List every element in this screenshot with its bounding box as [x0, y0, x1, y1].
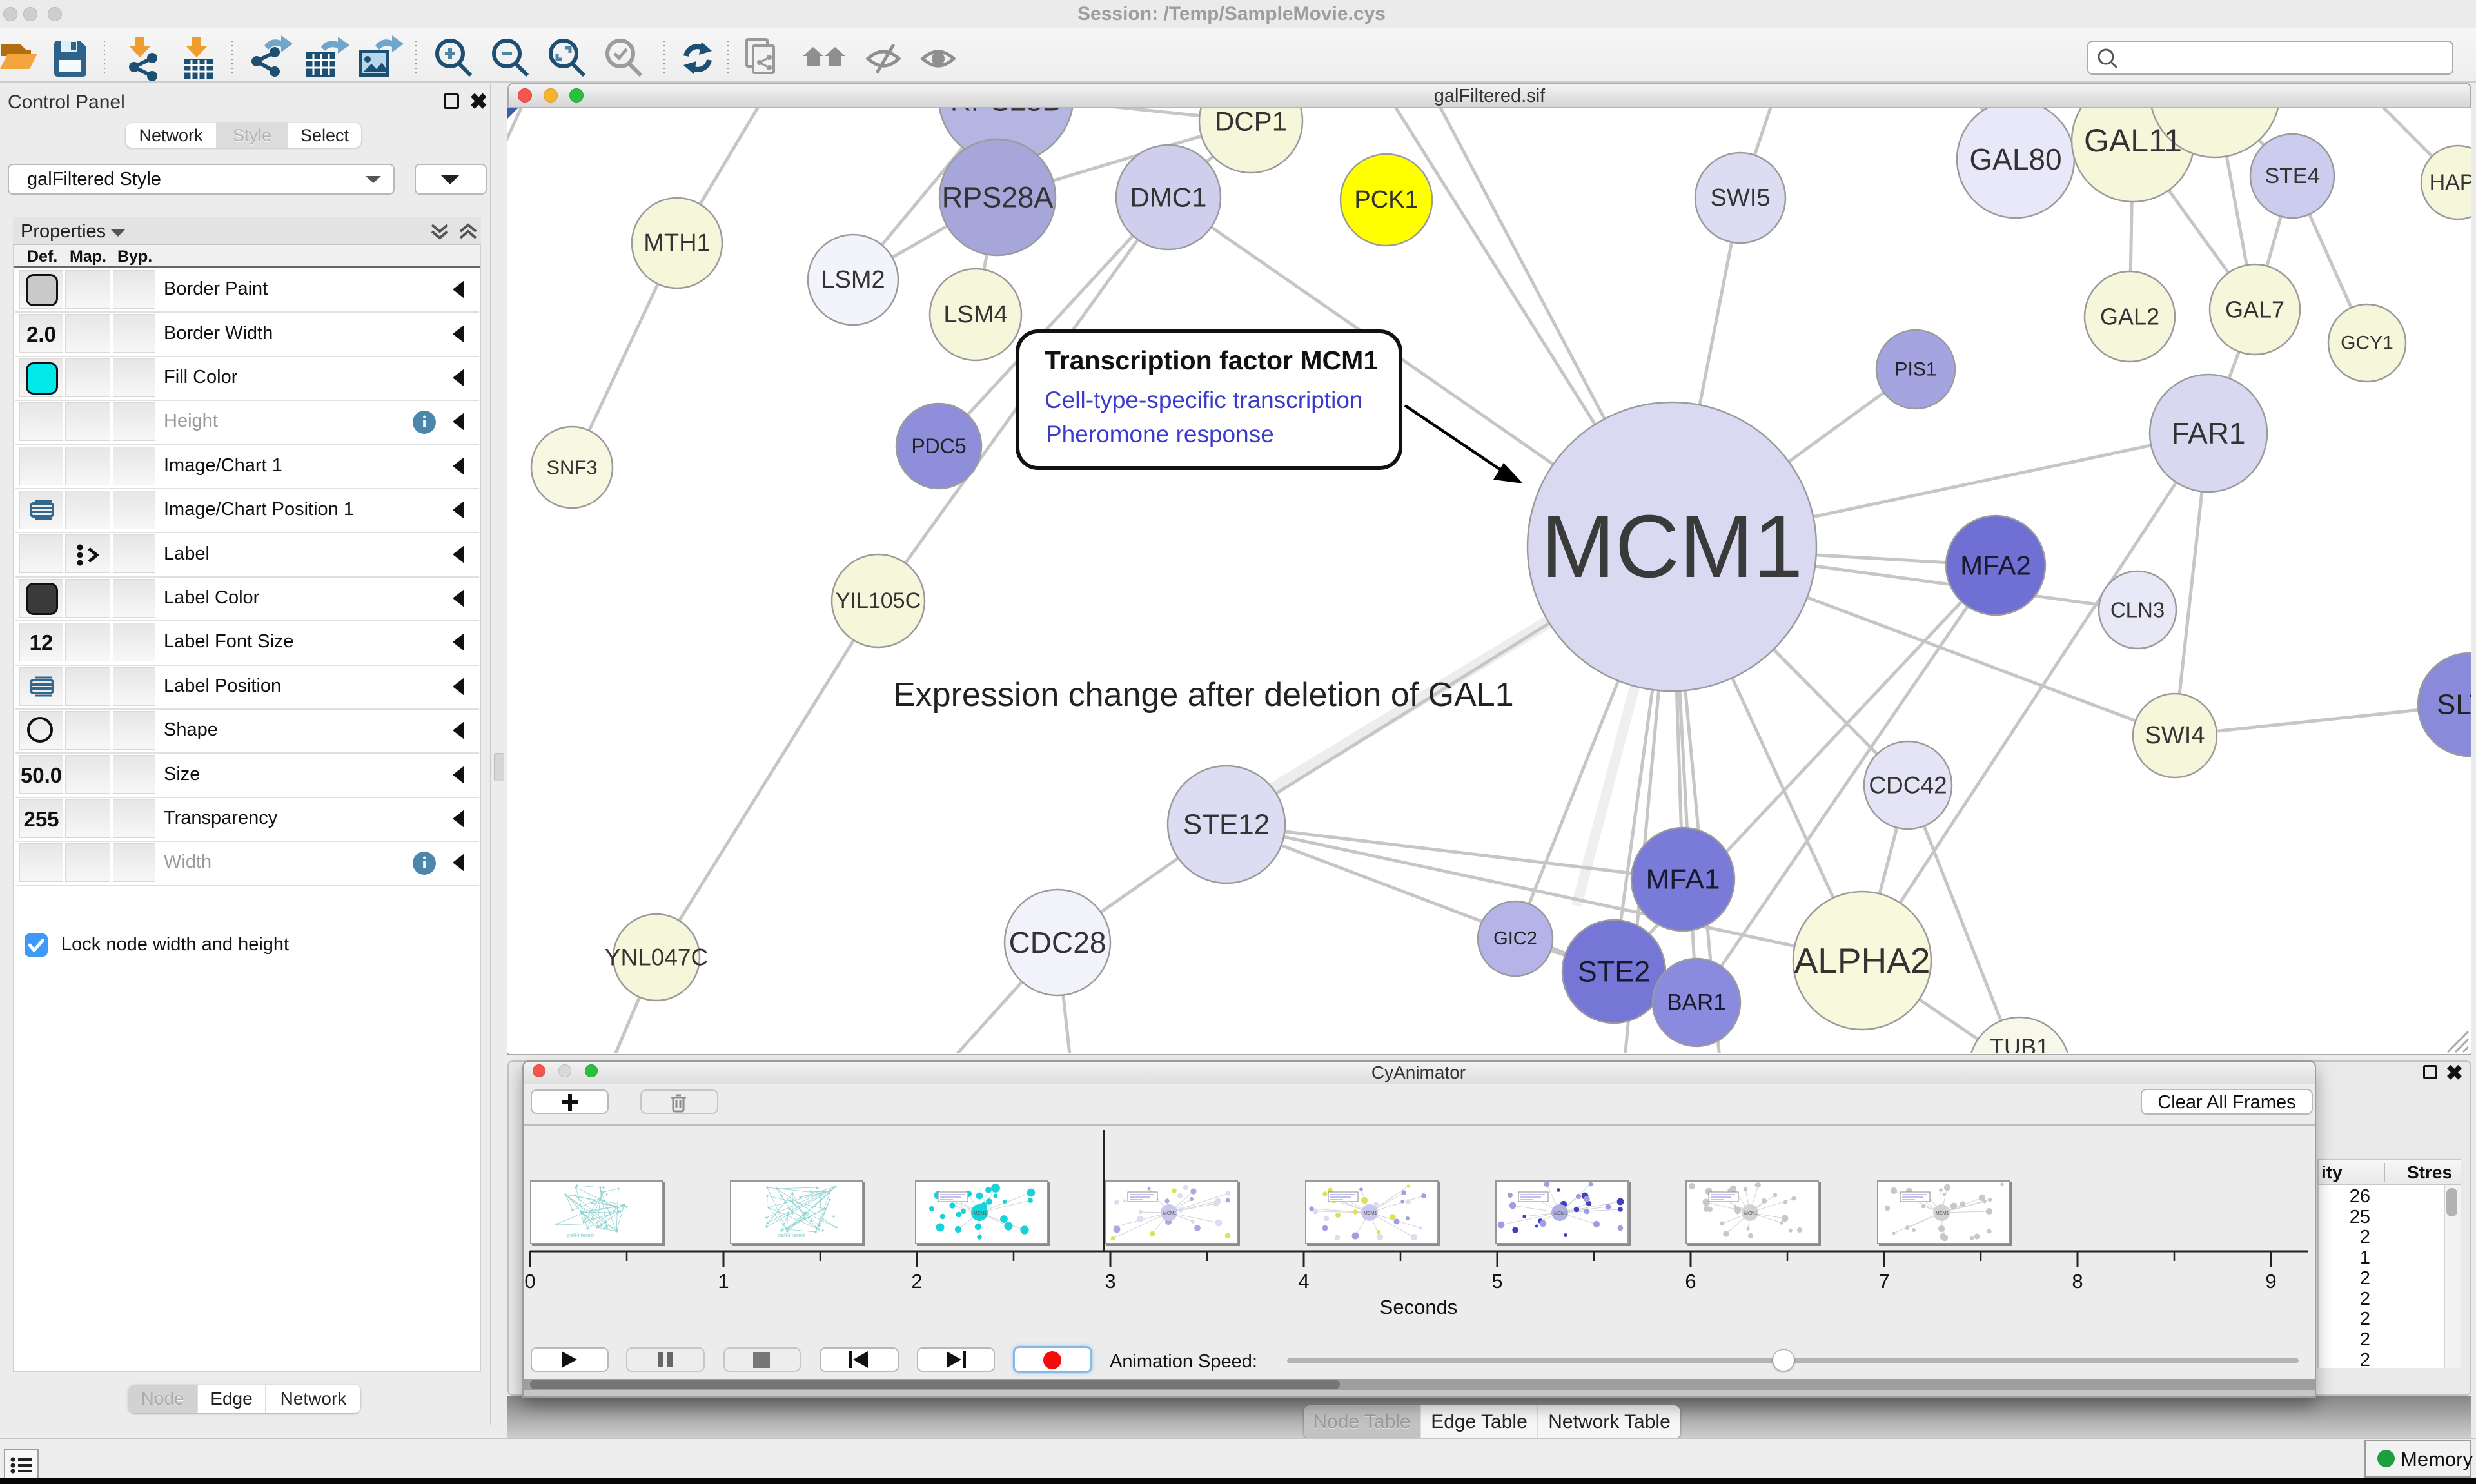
- svg-text:MFA1: MFA1: [1646, 864, 1720, 895]
- svg-text:DCP1: DCP1: [1215, 108, 1287, 137]
- svg-text:PDC5: PDC5: [911, 434, 966, 458]
- svg-text:GAL2: GAL2: [2100, 304, 2159, 330]
- svg-text:MCM1: MCM1: [1364, 1211, 1377, 1216]
- svg-text:2: 2: [911, 1270, 922, 1293]
- svg-text:SWI5: SWI5: [1711, 184, 1771, 211]
- svg-text:YNL047C: YNL047C: [605, 944, 708, 971]
- svg-text:8: 8: [2072, 1270, 2083, 1293]
- svg-text:YIL105C: YIL105C: [836, 589, 921, 613]
- svg-text:MCM1: MCM1: [974, 1211, 987, 1216]
- svg-text:LSM4: LSM4: [943, 301, 1007, 328]
- svg-text:9: 9: [2265, 1270, 2276, 1293]
- svg-text:MCM1: MCM1: [1744, 1211, 1758, 1216]
- svg-text:STE12: STE12: [1183, 809, 1270, 841]
- svg-text:GIC2: GIC2: [1493, 928, 1537, 949]
- svg-text:galFiltered: galFiltered: [778, 1232, 805, 1238]
- svg-text:BAR1: BAR1: [1667, 990, 1725, 1015]
- svg-text:Cell-type-specific transcripti: Cell-type-specific transcription: [1045, 387, 1363, 413]
- svg-text:RPS28B: RPS28B: [950, 108, 1062, 117]
- svg-text:STE2: STE2: [1578, 955, 1651, 988]
- svg-text:4: 4: [1298, 1270, 1309, 1293]
- svg-text:HAP2: HAP2: [2430, 170, 2471, 195]
- svg-text:1: 1: [718, 1270, 729, 1293]
- svg-text:MCM1: MCM1: [1554, 1211, 1567, 1216]
- svg-text:LSM2: LSM2: [821, 266, 885, 293]
- svg-text:Pheromone response: Pheromone response: [1046, 421, 1274, 447]
- svg-text:TUB1: TUB1: [1990, 1034, 2049, 1053]
- svg-text:PCK1: PCK1: [1354, 186, 1418, 213]
- svg-text:MCM1: MCM1: [1936, 1211, 1949, 1216]
- svg-text:CLN3: CLN3: [2110, 598, 2165, 622]
- svg-text:CDC42: CDC42: [1869, 772, 1947, 799]
- svg-text:GAL11: GAL11: [2084, 122, 2182, 159]
- svg-text:GCY1: GCY1: [2341, 333, 2393, 354]
- svg-text:SWI4: SWI4: [2145, 722, 2205, 749]
- svg-text:7: 7: [1878, 1270, 1889, 1293]
- svg-text:MFA2: MFA2: [1960, 551, 2031, 581]
- svg-text:ALPHA2: ALPHA2: [1794, 941, 1931, 981]
- svg-text:0: 0: [524, 1270, 535, 1293]
- svg-text:CDC28: CDC28: [1009, 926, 1106, 959]
- svg-text:RPS28A: RPS28A: [942, 181, 1054, 214]
- svg-text:galFiltered: galFiltered: [567, 1232, 594, 1238]
- svg-text:FAR1: FAR1: [2171, 416, 2245, 450]
- svg-text:STE4: STE4: [2265, 164, 2319, 188]
- svg-text:6: 6: [1685, 1270, 1696, 1293]
- svg-text:SNF3: SNF3: [546, 456, 597, 479]
- svg-text:PIS1: PIS1: [1894, 359, 1936, 380]
- svg-text:Expression change after deleti: Expression change after deletion of GAL1: [893, 676, 1514, 714]
- svg-text:GAL80: GAL80: [1969, 142, 2061, 176]
- svg-text:Transcription factor MCM1: Transcription factor MCM1: [1045, 346, 1378, 375]
- svg-text:SLT2: SLT2: [2437, 689, 2471, 721]
- svg-text:3: 3: [1105, 1270, 1115, 1293]
- svg-text:5: 5: [1491, 1270, 1502, 1293]
- svg-text:DMC1: DMC1: [1130, 182, 1206, 213]
- svg-text:MCM1: MCM1: [1163, 1211, 1177, 1216]
- svg-text:GAL7: GAL7: [2225, 297, 2284, 323]
- svg-text:MTH1: MTH1: [644, 229, 710, 257]
- svg-text:MCM1: MCM1: [1541, 497, 1803, 596]
